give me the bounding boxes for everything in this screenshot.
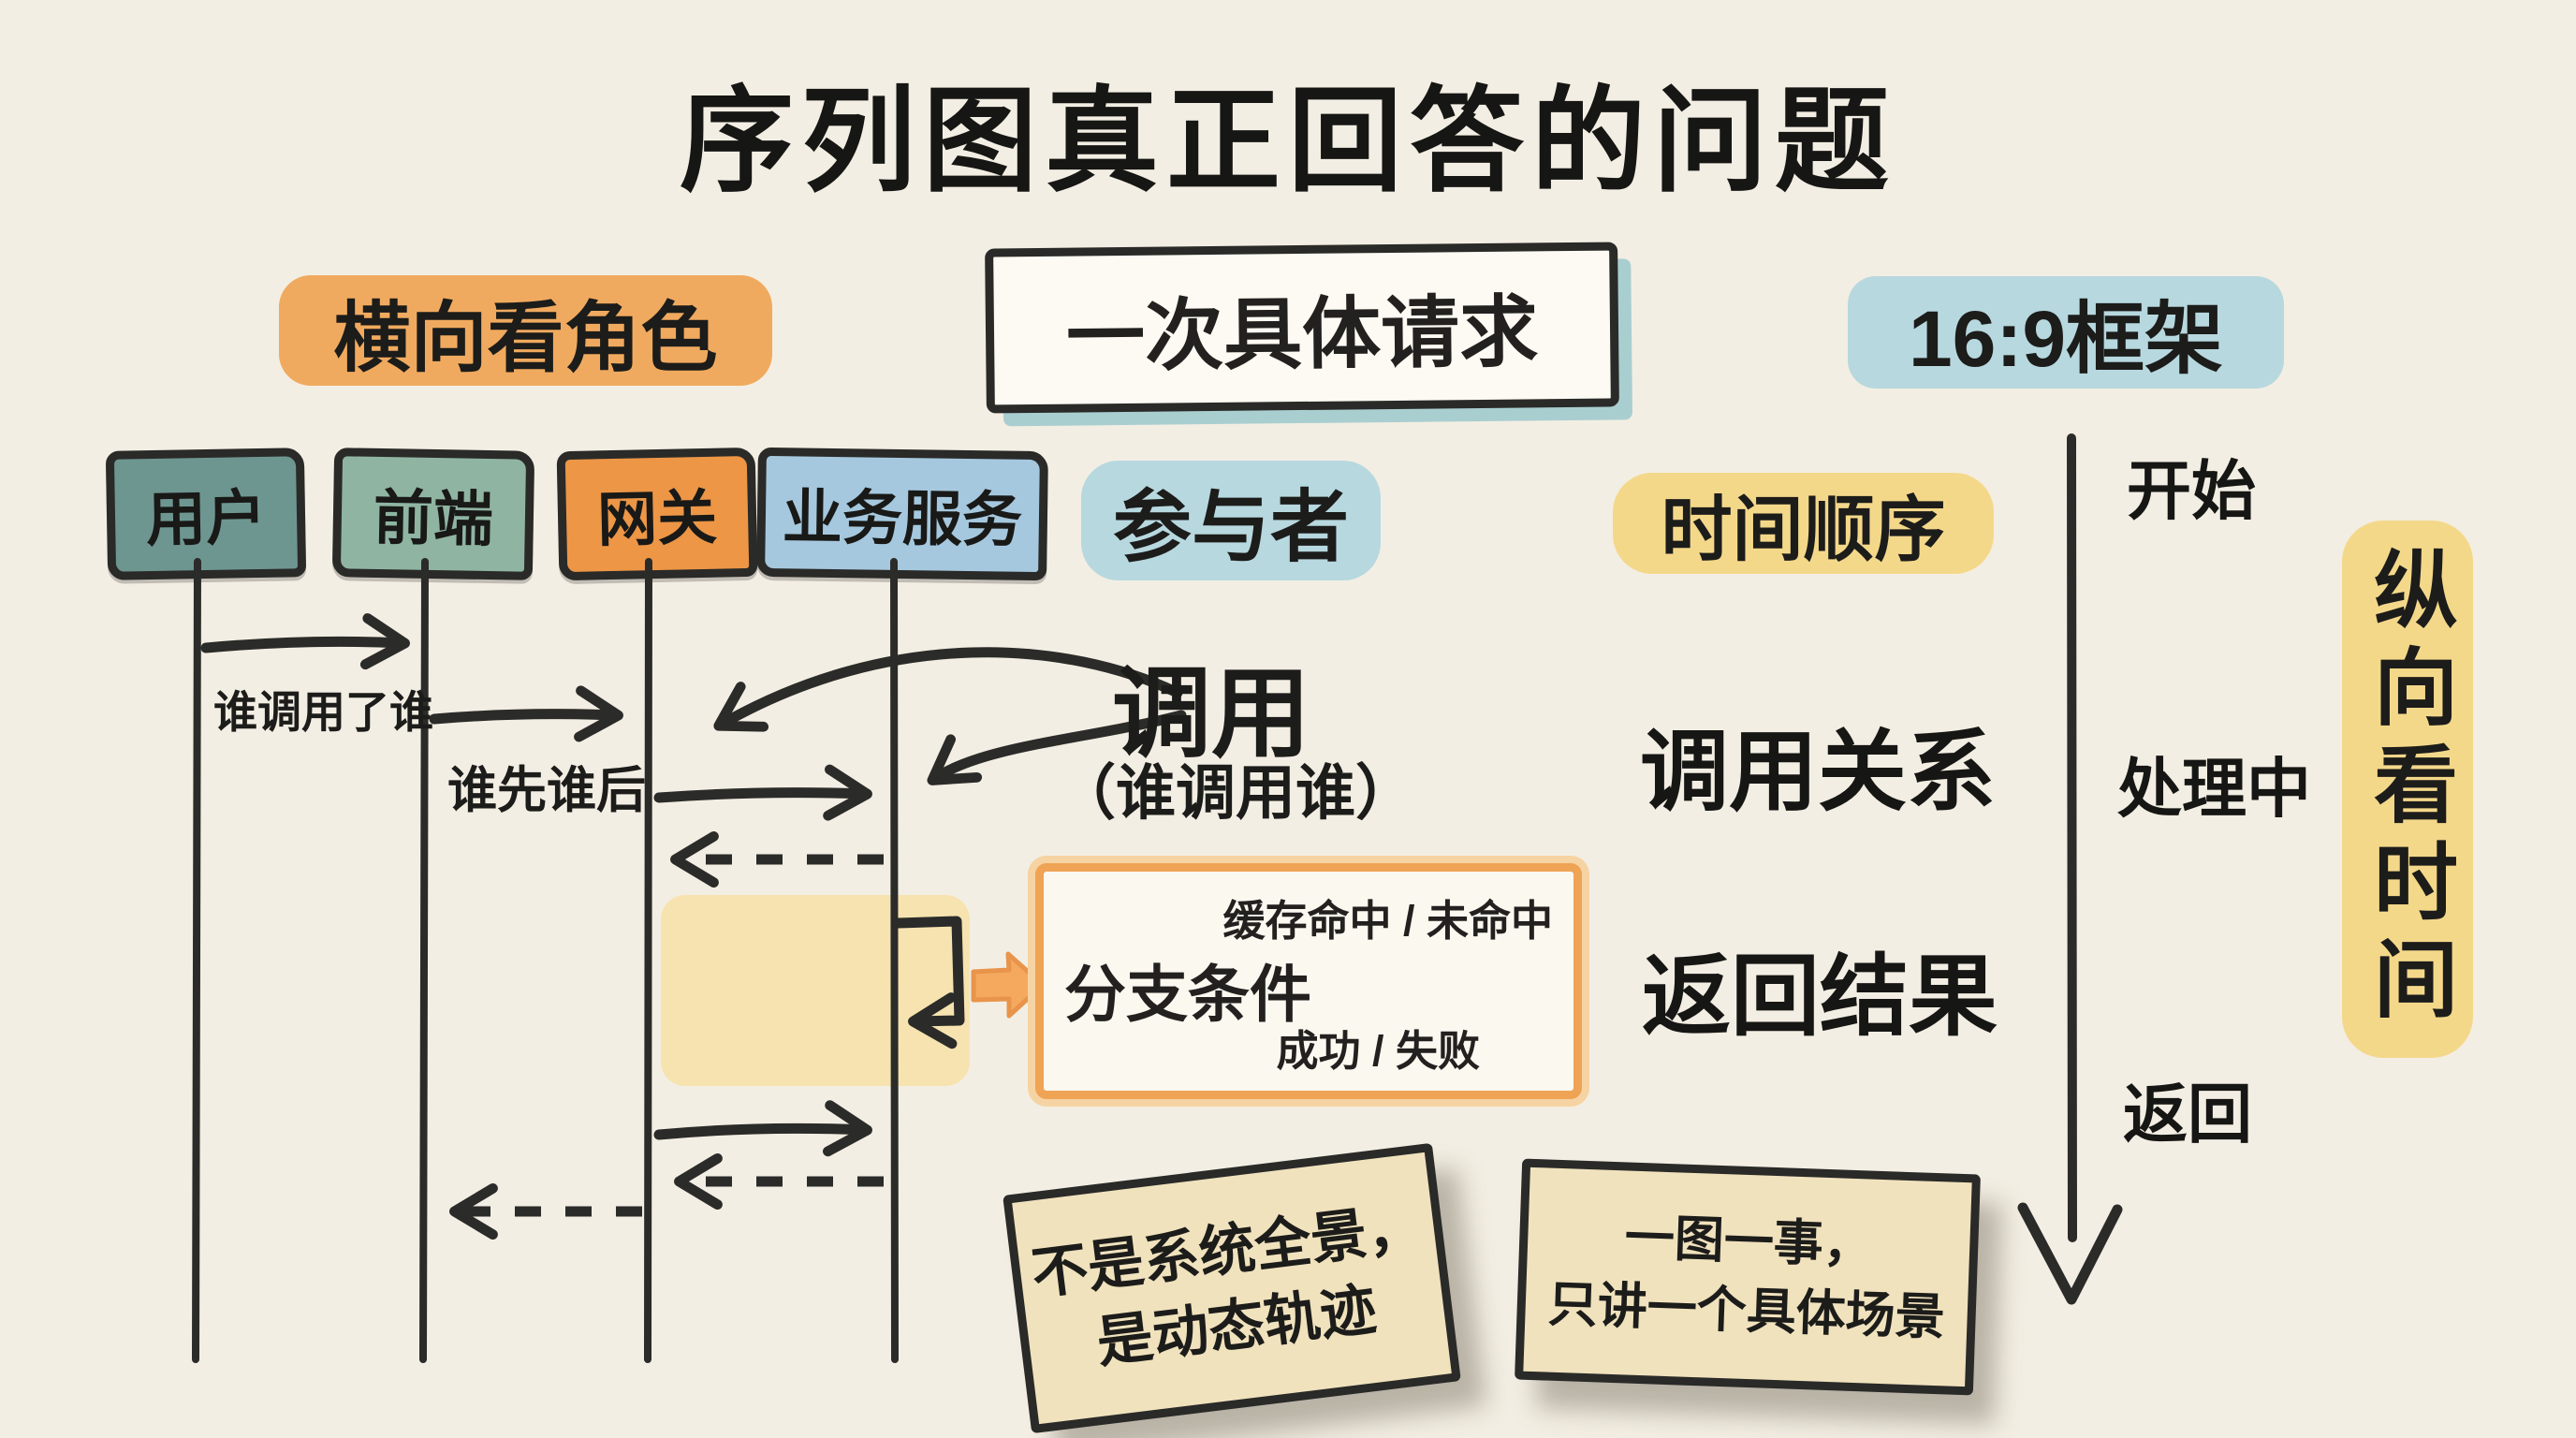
arrow-frontend-to-gateway [429,685,623,742]
note-line: 一图一事， [1623,1210,1874,1274]
tag-vertical-time: 纵向看时间 [2342,521,2473,1058]
label-call: 调用 [1112,659,1310,770]
label-who-called-whom: 谁调用了谁 [213,687,433,737]
note-one-scene: 一图一事， 只讲一个具体场景 [1515,1158,1981,1396]
branch-pointer-arrow-icon [971,951,1046,1019]
activation-block [661,895,970,1086]
label-call-sub: （谁调用谁） [1056,759,1415,827]
branch-cache-text: 缓存命中 / 未命中 [1222,897,1553,945]
time-axis-arrowhead-icon [2017,1202,2123,1305]
arrow-user-to-frontend [200,613,410,670]
tag-horizontal-roles: 横向看角色 [279,275,772,386]
branch-condition-box: 缓存命中 / 未命中 分支条件 成功 / 失败 [1035,863,1582,1099]
timeline-start-label: 开始 [2127,455,2256,527]
page-title: 序列图真正回答的问题 [680,78,1896,205]
actor-box-service: 业务服务 [756,447,1048,581]
label-return-result: 返回结果 [1642,947,1998,1047]
label-call-relationship: 调用关系 [1640,723,1997,822]
branch-title: 分支条件 [1064,960,1311,1029]
label-who-first: 谁先谁后 [447,763,646,818]
note-line: 只讲一个具体场景 [1546,1276,1946,1346]
arrow-gateway-to-service [653,764,872,821]
lifeline-user [192,558,201,1363]
timeline-processing-label: 处理中 [2117,753,2311,825]
note-dynamic-trace: 不是系统全景， 是动态轨迹 [1003,1142,1461,1434]
lifeline-gateway [644,558,652,1363]
actor-box-gateway: 网关 [556,447,758,581]
tag-16-9-frame: 16:9框架 [1848,276,2284,389]
actor-box-user: 用户 [105,448,307,580]
branch-result-text: 成功 / 失败 [1276,1027,1480,1075]
tag-vertical-time-text: 纵向看时间 [2361,546,2454,1033]
curved-arrow-to-gateway [713,647,1183,732]
time-axis-line [2067,433,2077,1242]
tag-time-order: 时间顺序 [1613,473,1994,574]
timeline-return-label: 返回 [2123,1078,2252,1151]
arrow-gateway-to-service-2 [653,1100,872,1157]
actor-box-frontend: 前端 [331,448,535,580]
tag-one-concrete-request: 一次具体请求 [985,242,1619,414]
tag-participants: 参与者 [1081,461,1381,580]
